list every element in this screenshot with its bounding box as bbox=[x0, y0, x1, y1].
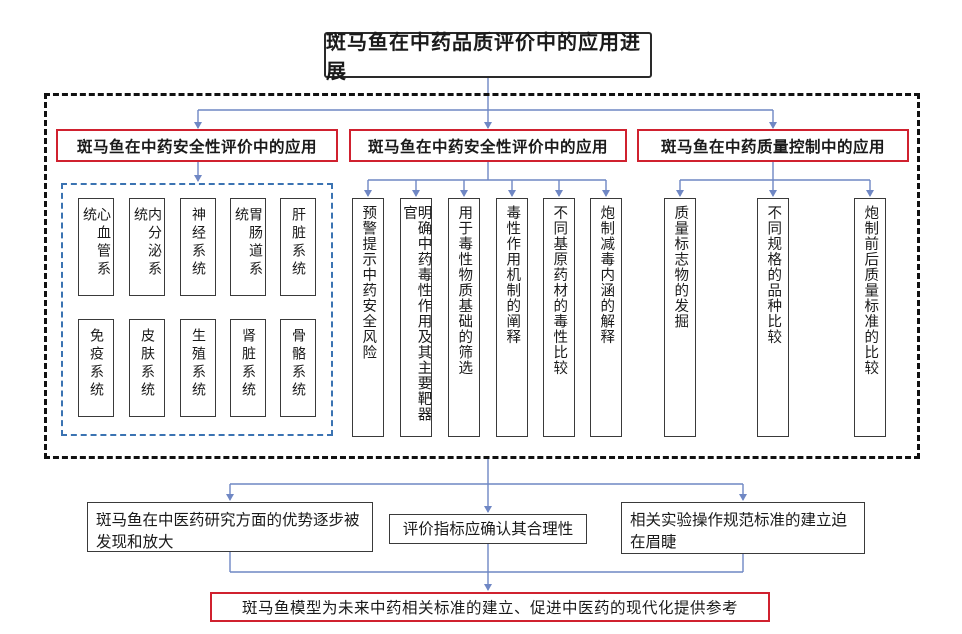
organ-skeletal: 骨骼系统 bbox=[280, 319, 316, 417]
quality-item-2: 不同规格的品种比较 bbox=[757, 198, 789, 437]
quality-item-3: 炮制前后质量标准的比较 bbox=[854, 198, 886, 437]
applications-container bbox=[44, 93, 920, 459]
quality-item-1: 质量标志物的发掘 bbox=[664, 198, 696, 437]
organ-cardiovascular: 心血管系统 bbox=[78, 198, 114, 296]
safety-item-4: 毒性作用机制的阐释 bbox=[496, 198, 528, 437]
organ-nervous: 神经系统 bbox=[180, 198, 216, 296]
conclusion-standards: 相关实验操作规范标准的建立迫在眉睫 bbox=[621, 502, 865, 554]
organ-gastrointestinal: 胃肠道系统 bbox=[230, 198, 266, 296]
organ-liver: 肝脏系统 bbox=[280, 198, 316, 296]
safety-item-1: 预警提示中药安全风险 bbox=[352, 198, 384, 437]
organ-immune: 免疫系统 bbox=[78, 319, 114, 417]
final-outcome: 斑马鱼模型为未来中药相关标准的建立、促进中医药的现代化提供参考 bbox=[210, 592, 770, 622]
safety-item-6: 炮制减毒内涵的解释 bbox=[590, 198, 622, 437]
category-safety-2: 斑马鱼在中药安全性评价中的应用 bbox=[349, 129, 627, 162]
safety-item-3: 用于毒性物质基础的筛选 bbox=[448, 198, 480, 437]
organ-reproductive: 生殖系统 bbox=[180, 319, 216, 417]
safety-item-2: 明确中药毒性作用及其主要靶器官 bbox=[400, 198, 432, 437]
conclusion-indicators: 评价指标应确认其合理性 bbox=[389, 514, 587, 544]
category-quality-control: 斑马鱼在中药质量控制中的应用 bbox=[637, 129, 909, 162]
safety-item-5: 不同基原药材的毒性比较 bbox=[543, 198, 575, 437]
organ-endocrine: 内分泌系统 bbox=[129, 198, 165, 296]
category-safety-1: 斑马鱼在中药安全性评价中的应用 bbox=[56, 129, 338, 162]
organ-kidney: 肾脏系统 bbox=[230, 319, 266, 417]
organ-systems-group bbox=[61, 183, 333, 436]
conclusion-advantages: 斑马鱼在中医药研究方面的优势逐步被发现和放大 bbox=[87, 502, 373, 552]
diagram-title: 斑马鱼在中药品质评价中的应用进展 bbox=[324, 30, 652, 83]
organ-skin: 皮肤系统 bbox=[129, 319, 165, 417]
